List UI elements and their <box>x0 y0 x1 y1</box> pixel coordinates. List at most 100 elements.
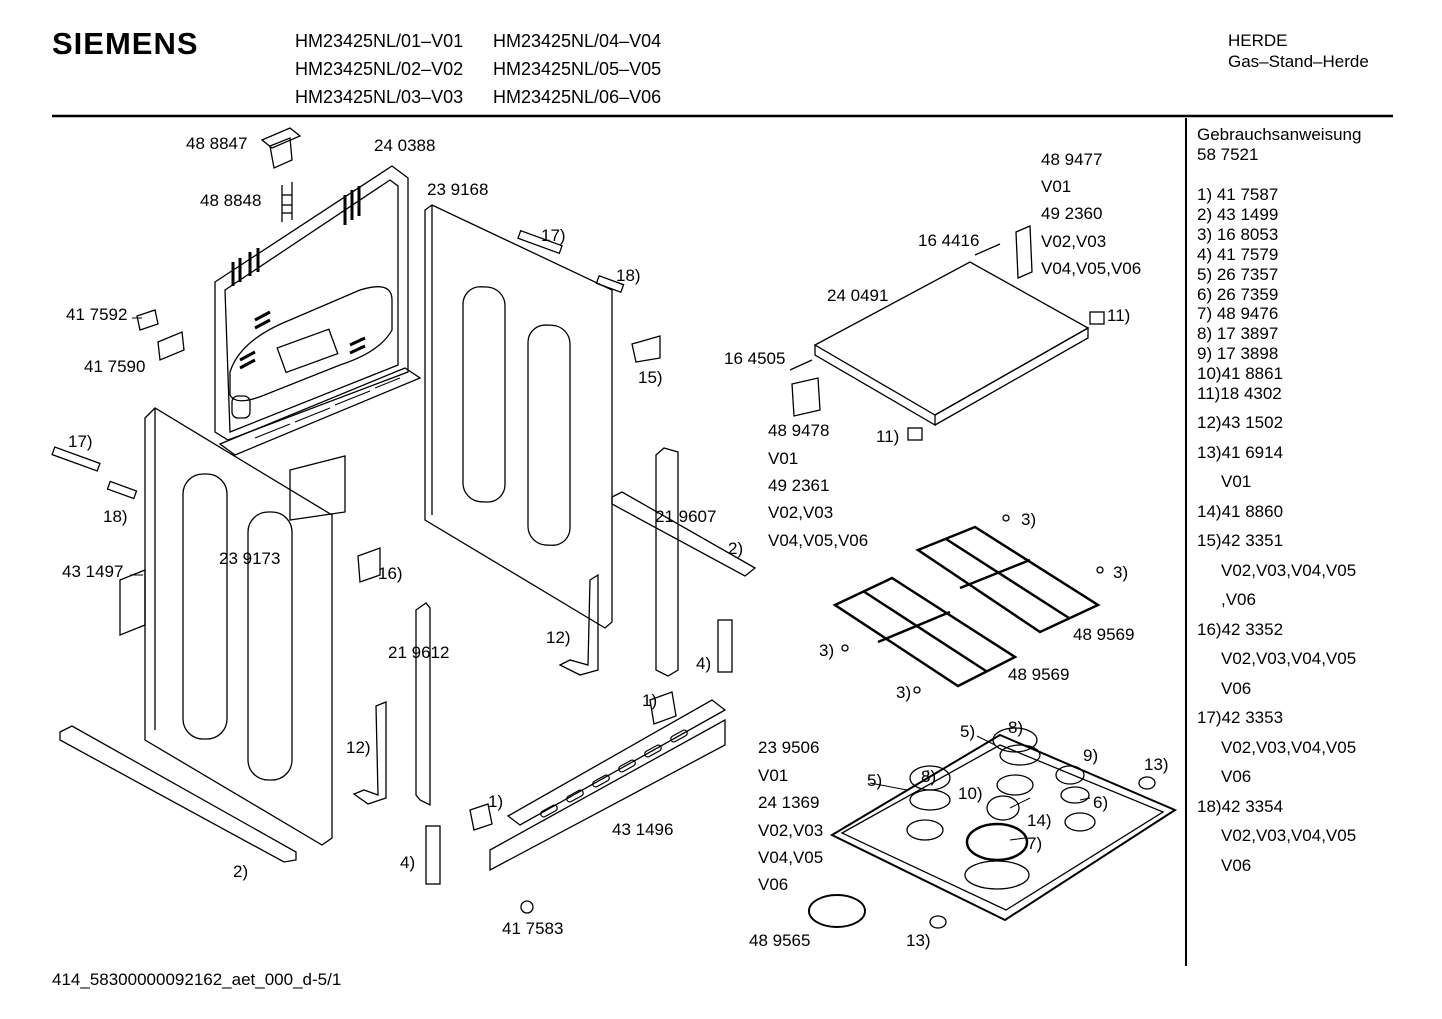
part-label: 3) <box>1021 510 1037 529</box>
clip-part <box>357 547 381 583</box>
parts-list-extended: 12)43 1502 13)41 6914 V01 14)41 8860 15)… <box>1197 408 1356 880</box>
vent-part <box>260 127 302 222</box>
parts-list-item: 10)41 8861 <box>1197 364 1284 384</box>
part-label: 5) <box>960 722 976 741</box>
part-label: V01 <box>758 766 789 785</box>
parts-list-item: 15)42 3351 <box>1197 531 1284 550</box>
strip-part <box>517 229 563 255</box>
part-label: 7) <box>1027 834 1043 853</box>
part-label: V01 <box>768 449 799 468</box>
part-label: 13) <box>1144 755 1169 774</box>
bracket-part <box>119 569 146 636</box>
part-label: 14) <box>1027 811 1052 830</box>
part-label: 24 1369 <box>758 793 820 812</box>
pan-support <box>915 525 1101 634</box>
rail-part <box>59 725 297 863</box>
part-label: 48 9477 <box>1041 150 1103 169</box>
clip-part <box>469 803 493 831</box>
part-label: 1) <box>642 691 658 710</box>
clip-part <box>649 691 677 725</box>
part-label: 49 2360 <box>1041 204 1103 223</box>
part-label: 3) <box>896 683 912 702</box>
part-label: 2) <box>233 862 249 881</box>
parts-list-item: 1) 41 7587 <box>1197 185 1279 204</box>
pad-part <box>1138 776 1156 790</box>
parts-list-variant: V02,V03,V04,V05 <box>1221 560 1357 580</box>
nut-part <box>913 686 921 694</box>
parts-list-item: 3) 16 8053 <box>1197 224 1279 244</box>
sidebar-title-number: 58 7521 <box>1197 145 1259 164</box>
parts-list-item: 9) 17 3898 <box>1197 344 1279 364</box>
part-label: 10) <box>958 784 983 803</box>
model-number: HM23425NL/03–V03 <box>295 87 464 107</box>
document-code: 414_58300000092162_aet_000_d-5/1 <box>52 970 342 989</box>
part-label: V02,V03 <box>758 821 824 840</box>
part-label: 6) <box>1093 793 1109 812</box>
part-label: 43 1497 <box>62 562 124 581</box>
plinth-part <box>489 699 727 872</box>
screw-part <box>974 243 1001 256</box>
part-label: 15) <box>638 368 663 387</box>
part-label: 18) <box>103 507 128 526</box>
part-label: 9) <box>1083 746 1099 765</box>
parts-list-variant: V02,V03,V04,V05 <box>1221 826 1357 845</box>
part-label: 5) <box>867 771 883 790</box>
parts-list-item: 4) 41 7579 <box>1197 244 1279 264</box>
parts-list-item: 18)42 3354 <box>1197 796 1284 816</box>
bracket-part <box>558 573 599 676</box>
parts-list-item: 13)41 6914 <box>1197 442 1284 462</box>
column-part <box>655 447 679 677</box>
part-label: 1) <box>488 792 504 811</box>
part-label: 12) <box>346 738 371 757</box>
part-label: 21 9607 <box>655 507 717 526</box>
oven-floor <box>218 367 422 456</box>
model-number: HM23425NL/02–V02 <box>295 59 464 79</box>
part-label: 12) <box>546 628 571 647</box>
clip-part <box>631 335 661 363</box>
side-panel-left <box>144 407 333 846</box>
parts-list-variant: ,V06 <box>1221 590 1256 609</box>
category-subtitle: Gas–Stand–Herde <box>1228 52 1369 71</box>
category-title: HERDE <box>1228 31 1288 50</box>
part-label: 48 9569 <box>1073 625 1135 644</box>
model-number: HM23425NL/04–V04 <box>493 31 662 51</box>
ring-part <box>808 894 866 928</box>
part-label: 48 9478 <box>768 421 830 440</box>
parts-list: 1) 41 7587 2) 43 1499 3) 16 8053 4) 41 7… <box>1197 185 1283 404</box>
parts-list-item: 5) 26 7357 <box>1197 264 1279 284</box>
part-label: 13) <box>906 931 931 950</box>
part-label: V06 <box>758 875 789 894</box>
part-label: 24 0491 <box>827 286 889 305</box>
model-number: HM23425NL/05–V05 <box>493 59 662 79</box>
part-label: 17) <box>68 432 93 451</box>
part-label: 2) <box>728 539 744 558</box>
part-label: V01 <box>1041 177 1072 196</box>
part-label: 24 0388 <box>374 136 436 155</box>
parts-list-item: 14)41 8860 <box>1197 501 1284 521</box>
brand-logo: SIEMENS <box>52 26 199 61</box>
part-label: 41 7583 <box>502 919 564 938</box>
hob-part <box>829 727 1178 922</box>
pad-part <box>1089 311 1105 325</box>
part-label: 16 4505 <box>724 349 786 368</box>
part-label: 11) <box>876 427 900 446</box>
leader-lines <box>130 317 1091 841</box>
rail-part <box>611 491 757 577</box>
part-label: 3) <box>819 641 835 660</box>
part-label: 8) <box>921 767 937 786</box>
part-label: 4) <box>696 654 712 673</box>
part-label: 16) <box>378 564 403 583</box>
parts-list-item: 12)43 1502 <box>1197 413 1284 432</box>
part-label: V04,V05,V06 <box>768 531 869 550</box>
parts-list-variant: V01 <box>1221 472 1252 491</box>
nut-part <box>1096 566 1104 574</box>
part-label: 41 7592 <box>66 305 128 324</box>
lid-part <box>813 261 1090 427</box>
strip-part <box>595 274 625 294</box>
nut-part <box>841 644 849 652</box>
part-label: 41 7590 <box>84 357 146 376</box>
column-part <box>415 602 431 807</box>
part-label: V02,V03 <box>1041 232 1107 251</box>
hinge-part <box>717 619 733 673</box>
